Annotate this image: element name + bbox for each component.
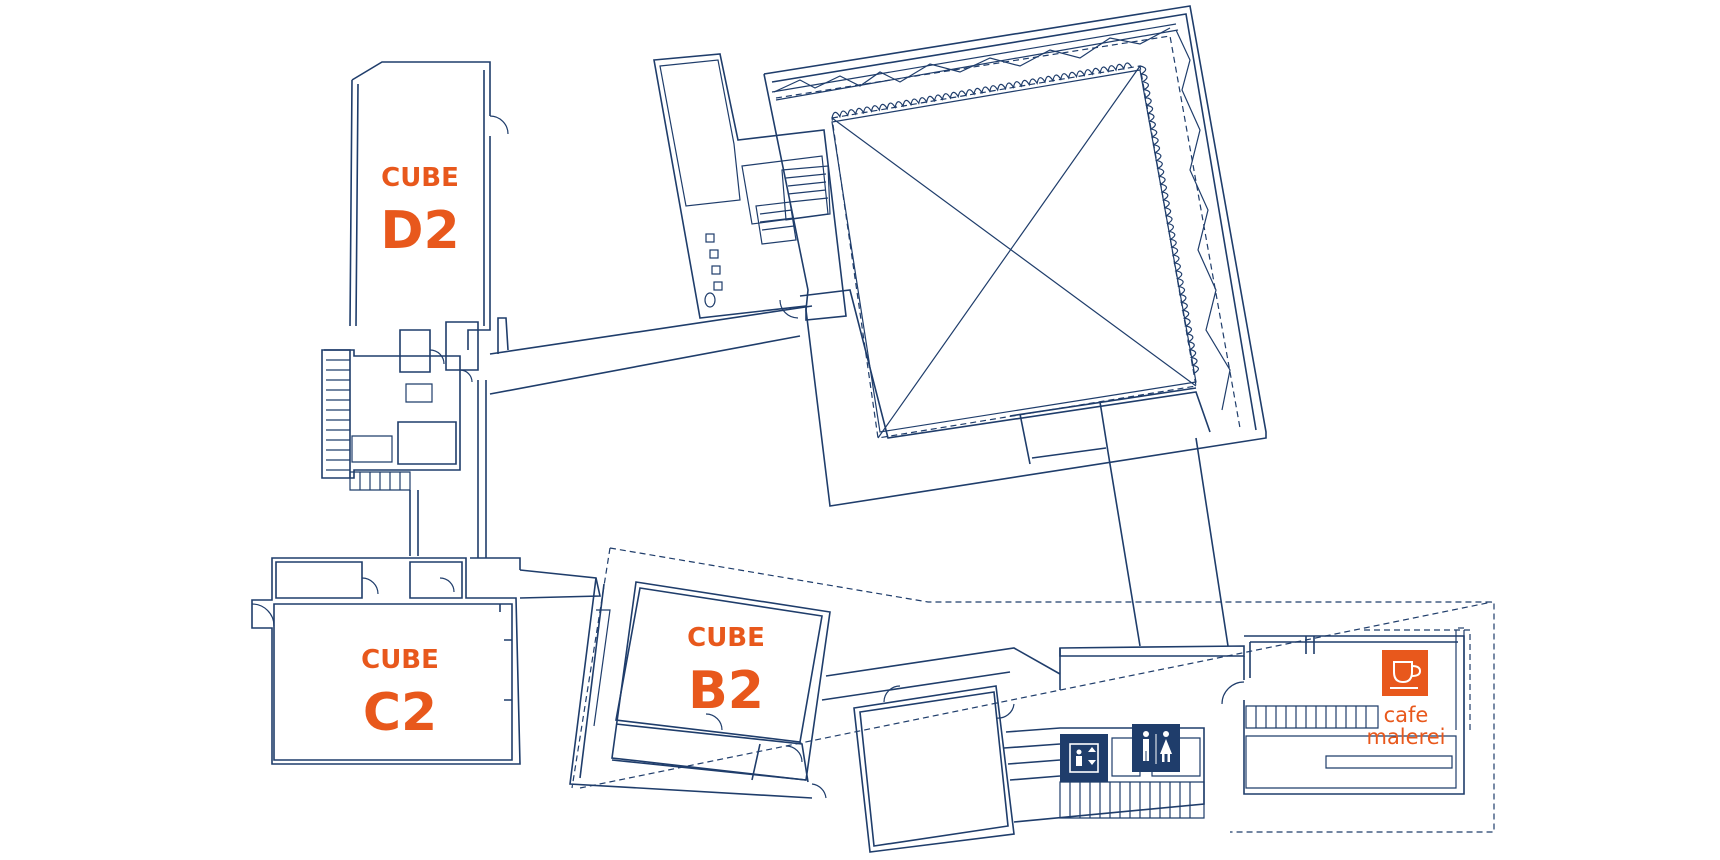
roof-outline <box>571 547 1495 833</box>
hall-coil-top <box>831 62 1200 374</box>
cube-b2-label-top: CUBE <box>687 623 765 653</box>
corridor-b2-link <box>821 647 1061 701</box>
label-cube-c2: CUBE C2 <box>361 645 439 743</box>
cafe-label-line2: malerei <box>1366 725 1445 749</box>
restroom-icon <box>1132 724 1180 772</box>
lower-block <box>853 685 1015 853</box>
cube-c2-building <box>251 557 521 765</box>
label-cube-b2: CUBE B2 <box>687 623 765 721</box>
cube-d2-label-top: CUBE <box>381 163 459 193</box>
cube-d2-building <box>321 61 521 570</box>
service-block-fixtures <box>704 233 723 308</box>
corridor-upper <box>489 305 813 395</box>
elevator-icon <box>1060 734 1108 782</box>
cube-b2-label-main: B2 <box>688 661 764 721</box>
facility-block <box>1003 645 1245 823</box>
cafe-building <box>1221 627 1465 795</box>
d2-staircase <box>324 349 411 491</box>
cube-d2-label-main: D2 <box>380 201 459 261</box>
cube-c2-label-main: C2 <box>363 683 437 743</box>
cube-c2-label-top: CUBE <box>361 645 439 675</box>
main-hall <box>763 5 1267 507</box>
label-cube-d2: CUBE D2 <box>380 163 459 261</box>
corridor-lower <box>519 437 1229 647</box>
service-block <box>653 53 847 321</box>
coffee-cup-icon <box>1382 650 1428 696</box>
cafe-label-line1: cafe <box>1384 703 1429 727</box>
